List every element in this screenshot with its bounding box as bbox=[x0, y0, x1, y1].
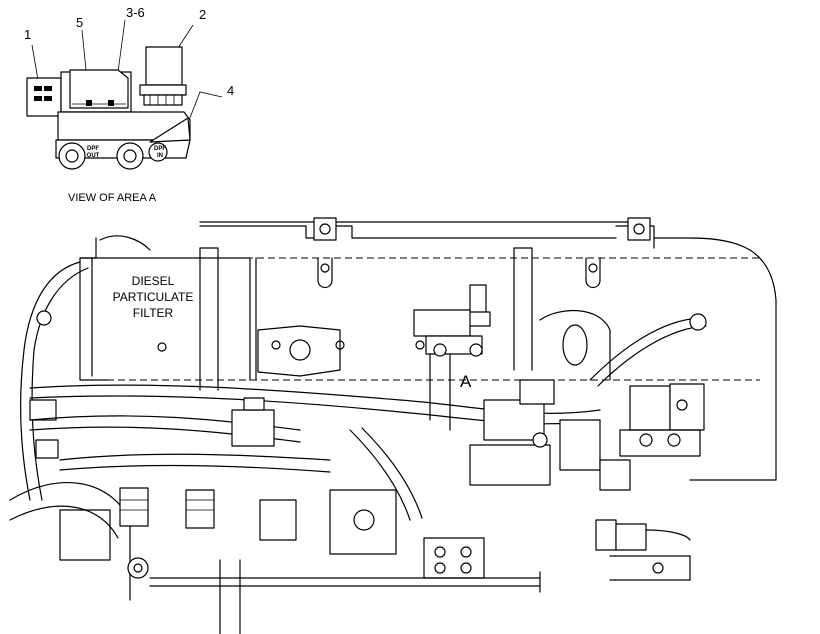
inset-caption: VIEW OF AREA A bbox=[68, 192, 157, 204]
dpf-label-line2: PARTICULATE bbox=[113, 290, 194, 304]
callout-4: 4 bbox=[227, 83, 234, 98]
port-in-label-top: DPF bbox=[154, 146, 166, 152]
callout-5: 5 bbox=[76, 15, 83, 30]
port-out-label-top: DPF bbox=[87, 146, 99, 152]
callout-3-6: 3-6 bbox=[126, 5, 145, 20]
callout-2: 2 bbox=[199, 7, 206, 22]
dpf-label-line3: FILTER bbox=[133, 306, 174, 320]
cylinder-head-features bbox=[257, 309, 611, 381]
mounting-bracket-5 bbox=[69, 69, 129, 109]
left-harness bbox=[20, 235, 151, 501]
lower-valve-block bbox=[259, 489, 485, 579]
center-valve-blocks bbox=[231, 379, 631, 491]
pressure-sensor-2 bbox=[139, 46, 187, 106]
valve-base bbox=[55, 111, 191, 170]
area-a-marker: A bbox=[460, 372, 472, 391]
port-labels: DPF OUT DPF IN bbox=[87, 146, 167, 159]
dpf-label-line1: DIESEL bbox=[132, 274, 175, 288]
diesel-particulate-filter: DIESEL PARTICULATE FILTER bbox=[79, 257, 251, 381]
callout-1: 1 bbox=[24, 27, 31, 42]
lifting-eyes bbox=[313, 217, 651, 289]
port-out-label-bottom: OUT bbox=[87, 153, 100, 159]
area-a-inset: DPF OUT DPF IN 1 5 3-6 2 4 VIEW OF AREA … bbox=[24, 5, 234, 204]
port-in-label-bottom: IN bbox=[157, 153, 163, 159]
right-components bbox=[595, 383, 705, 581]
area-a-sensor-assembly: A bbox=[413, 284, 491, 431]
engine-main-view: DIESEL PARTICULATE FILTER bbox=[9, 217, 777, 634]
lower-left-assembly bbox=[9, 481, 215, 601]
